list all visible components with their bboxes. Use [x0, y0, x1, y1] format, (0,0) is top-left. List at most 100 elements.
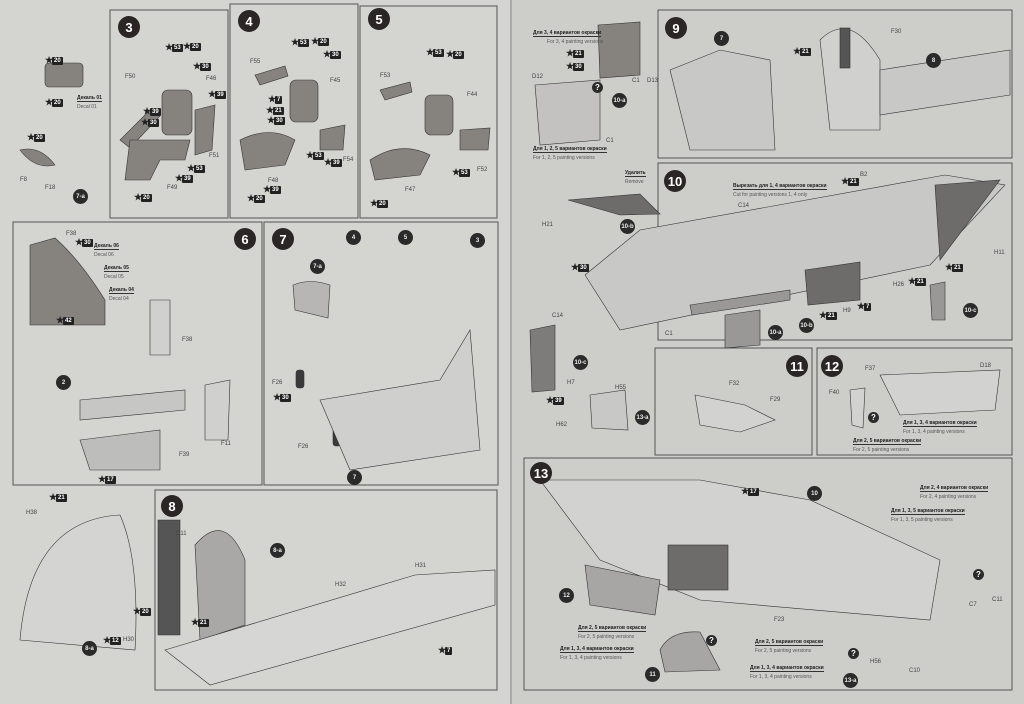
- part-label: F23: [774, 617, 785, 623]
- paint-callout: 21: [566, 49, 584, 58]
- paint-callout: 21: [793, 47, 811, 56]
- paint-callout: 53: [452, 168, 470, 177]
- part-label: H32: [335, 582, 347, 588]
- panel-step-7: [263, 221, 499, 486]
- question-mark-icon: ?: [973, 569, 984, 580]
- decal-label-en: Decal 05: [104, 274, 124, 280]
- part-label: F54: [343, 157, 354, 163]
- paint-callout: 53: [291, 38, 309, 47]
- panel-step-6: [12, 221, 263, 486]
- decal-label-ru: Декаль 01: [77, 95, 102, 102]
- part-label: F53: [380, 73, 391, 79]
- cut-note-en: Cut for painting versions 1, 4 only: [733, 192, 808, 198]
- part-label: F55: [250, 59, 261, 65]
- paint-callout: 39: [208, 90, 226, 99]
- paint-callout: 39: [324, 158, 342, 167]
- ref-badge: 4: [346, 230, 361, 245]
- version-note-en: For 2, 5 painting versions: [755, 648, 812, 654]
- version-note-en: For 1, 3, 4 painting versions: [750, 674, 812, 680]
- version-note-en: For 1, 3, 5 painting versions: [891, 517, 953, 523]
- step-10-number: 10: [664, 170, 686, 192]
- substep-badge: 13-a: [635, 410, 650, 425]
- part-label: F26: [298, 444, 309, 450]
- panel-step-9: [657, 9, 1013, 159]
- part-label: H56: [870, 659, 882, 665]
- part-label: D18: [980, 363, 992, 369]
- ref-badge: 7: [714, 31, 729, 46]
- paint-callout: 7: [857, 302, 872, 311]
- version-note-ru: Для 3, 4 вариантов окраски: [533, 30, 602, 37]
- part-label: H26: [893, 282, 905, 288]
- paint-callout: 39: [263, 185, 281, 194]
- step-4-number: 4: [238, 10, 260, 32]
- paint-callout: 20: [311, 37, 329, 46]
- version-note-ru: Для 2, 4 вариантов окраски: [920, 485, 989, 492]
- remove-note-ru: Удалить: [625, 170, 646, 177]
- version-note-ru: Для 1, 3, 4 вариантов окраски: [903, 420, 977, 427]
- paint-callout: 39: [143, 107, 161, 116]
- paint-callout: 7: [268, 95, 283, 104]
- part-label: B2: [860, 172, 868, 178]
- decal-label-en: Decal 06: [94, 252, 114, 258]
- paint-callout: 53: [187, 164, 205, 173]
- part-label: H62: [556, 422, 568, 428]
- substep-badge: 7-a: [73, 189, 88, 204]
- paint-callout: 17: [98, 475, 116, 484]
- paint-callout: 12: [103, 636, 121, 645]
- decal-label-ru: Декаль 05: [104, 265, 129, 272]
- part-label: F52: [477, 167, 488, 173]
- substep-badge: 10-a: [768, 325, 783, 340]
- version-note-en: For 3, 4 painting versions: [547, 39, 604, 45]
- paint-callout: 20: [134, 193, 152, 202]
- part-label: D11: [176, 531, 187, 537]
- paint-callout: 21: [945, 263, 963, 272]
- version-note-ru: Для 1, 3, 5 вариантов окраски: [891, 508, 965, 515]
- panel-step-8: [154, 489, 498, 691]
- paint-callout: 21: [191, 618, 209, 627]
- substep-badge: 10-a: [612, 93, 627, 108]
- panel-step-5: [359, 5, 498, 219]
- step-8-number: 8: [161, 495, 183, 517]
- paint-callout: 20: [45, 56, 63, 65]
- paint-callout: 30: [566, 62, 584, 71]
- part-label: F47: [405, 187, 416, 193]
- paint-callout: 30: [267, 116, 285, 125]
- part-label: F26: [272, 380, 283, 386]
- paint-callout: 20: [133, 607, 151, 616]
- question-mark-icon: ?: [848, 648, 859, 659]
- ref-badge: 3: [470, 233, 485, 248]
- part-label: C11: [992, 597, 1003, 603]
- panel-step-11: [654, 347, 813, 456]
- ref-badge: 5: [398, 230, 413, 245]
- paint-callout: 20: [183, 42, 201, 51]
- decal-label-en: Decal 04: [109, 296, 129, 302]
- paint-callout: 21: [266, 106, 284, 115]
- step-6-number: 6: [234, 228, 256, 250]
- paint-callout: 39: [175, 174, 193, 183]
- part-label: F46: [206, 76, 217, 82]
- version-note-en: For 1, 2, 5 painting versions: [533, 155, 595, 161]
- part-label: H55: [615, 385, 627, 391]
- part-label: F48: [268, 178, 279, 184]
- part-label: F32: [729, 381, 740, 387]
- paint-callout: 30: [193, 62, 211, 71]
- version-note-ru: Для 1, 3, 4 вариантов окраски: [560, 646, 634, 653]
- step-11-number: 11: [786, 355, 808, 377]
- part-label: H38: [26, 510, 38, 516]
- part-label: F40: [829, 390, 840, 396]
- ref-badge: 2: [56, 375, 71, 390]
- question-mark-icon: ?: [706, 635, 717, 646]
- paint-callout: 20: [370, 199, 388, 208]
- part-label: F30: [891, 29, 902, 35]
- substep-badge: 10-b: [799, 318, 814, 333]
- part-label: C14: [552, 313, 564, 319]
- step-13-number: 13: [530, 462, 552, 484]
- part-label: D12: [532, 74, 544, 80]
- paint-callout: 30: [273, 393, 291, 402]
- part-label: H7: [567, 380, 575, 386]
- part-label: C1: [665, 331, 673, 337]
- ref-badge: 8: [926, 53, 941, 68]
- part-label: F38: [66, 231, 77, 237]
- paint-callout: 21: [49, 493, 67, 502]
